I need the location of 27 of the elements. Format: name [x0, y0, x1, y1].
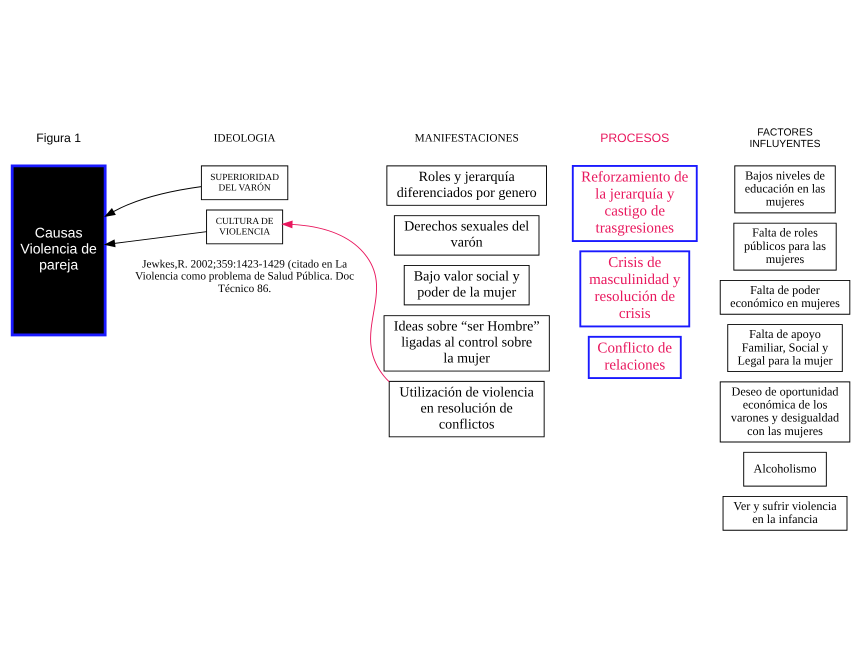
arrow — [104, 231, 207, 248]
label: Figura 1 — [36, 130, 82, 145]
arrow — [104, 186, 202, 217]
node-box: Conflicto de relaciones — [588, 336, 682, 380]
node-box: Derechos sexuales del varón — [394, 215, 540, 256]
node-box: Causas Violencia de pareja — [10, 164, 107, 336]
label: MANIFESTACIONES — [414, 132, 519, 145]
node-box: SUPERIORIDAD DEL VARÓN — [200, 165, 288, 200]
node-box: Roles y jerarquía diferenciados por genero — [386, 165, 547, 206]
node-box: Falta de roles públicos para las mujeres — [733, 222, 837, 271]
node-box: Bajo valor social y poder de la mujer — [404, 264, 530, 306]
node-box: Utilización de violencia en resolución de conflictos — [388, 380, 545, 438]
node-box: Ideas sobre “ser Hombre” ligadas al control sobre la mujer — [384, 315, 550, 372]
arrow — [281, 220, 390, 382]
node-box: Reforzamiento de la jerarquía y castigo de trasgresiones — [572, 164, 698, 242]
node-box: CULTURA DE VIOLENCIA — [206, 210, 284, 244]
label: Jewkes,R. 2002;359:1423-1429 (citado en La Violencia como problema de Salud Pública. Doc Técnico 86. — [135, 258, 354, 295]
label: IDEOLOGIA — [214, 132, 276, 145]
node-box: Ver y sufrir violencia en la infancia — [722, 496, 848, 531]
node-box: Falta de apoyo Familiar, Social y Legal para la mujer — [727, 324, 843, 372]
label: FACTORES INFLUYENTES — [749, 128, 821, 150]
node-box: Alcoholismo — [743, 452, 827, 487]
node-box: Bajos niveles de educación en las mujeres — [734, 165, 836, 214]
node-box: Crisis de masculinidad y resolución de crisis — [579, 250, 690, 328]
node-box: Deseo de oportunidad económica de los varones y desigualdad con las mujeres — [720, 381, 850, 442]
label: PROCESOS — [600, 130, 670, 145]
node-box: Falta de poder económico en mujeres — [720, 280, 850, 315]
